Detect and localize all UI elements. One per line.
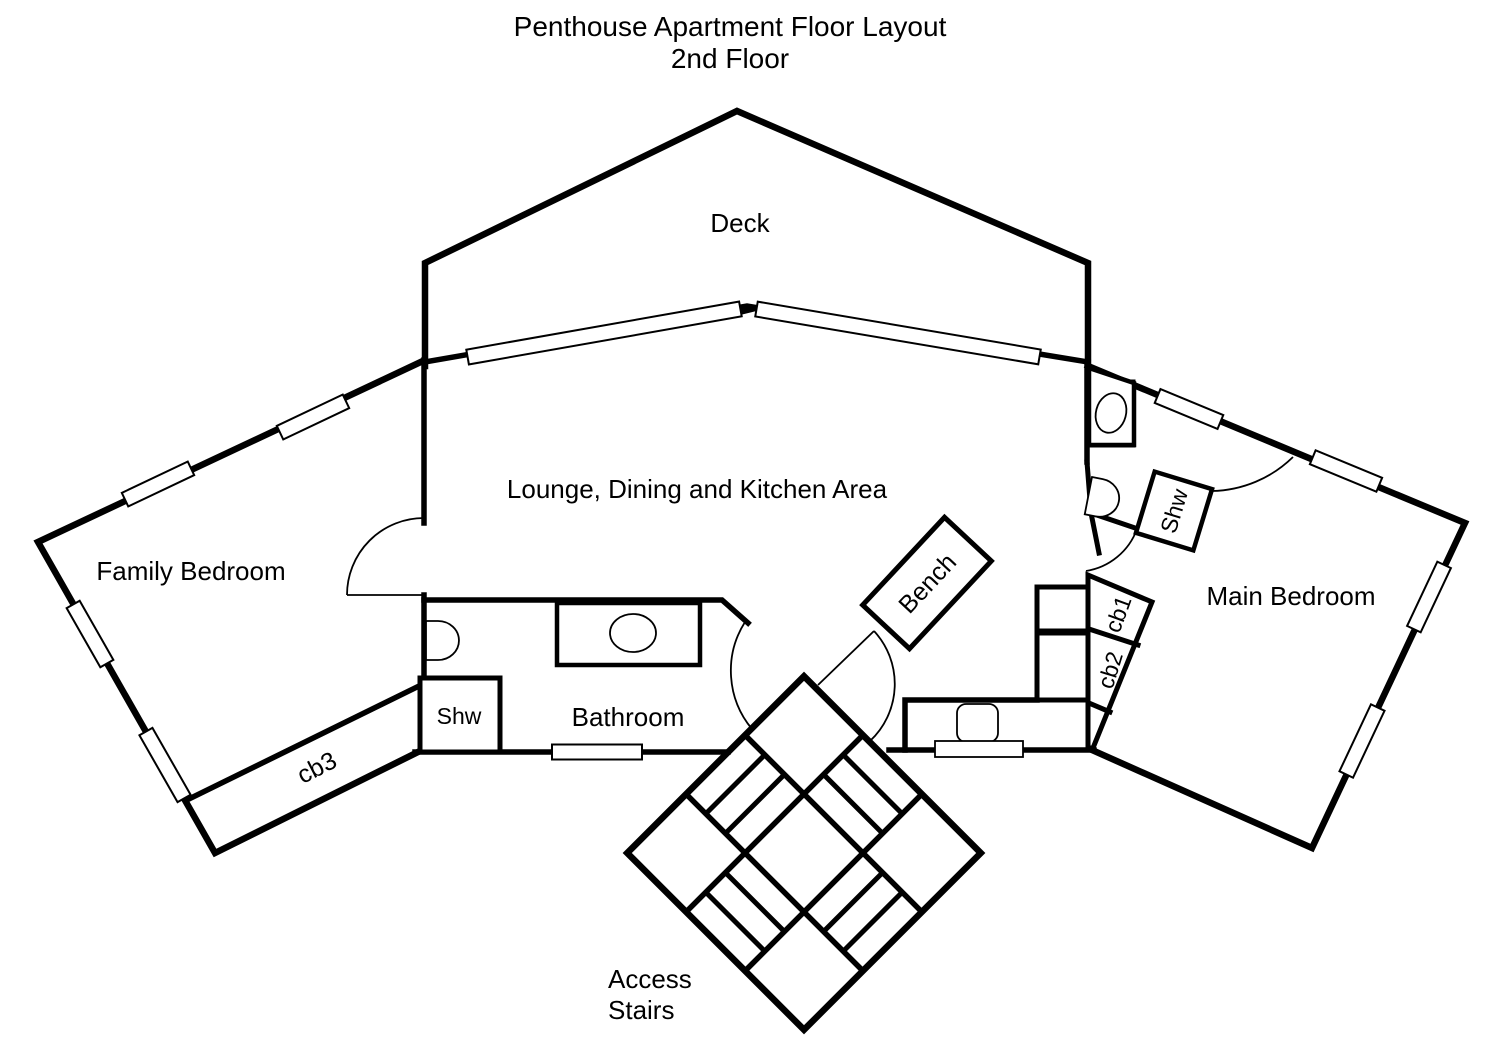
cupboard-strip-divider-1 (1085, 625, 1142, 649)
window-main-right-1 (1405, 560, 1453, 634)
stairs-grid-lines (684, 733, 924, 973)
window-family-top-1 (275, 393, 351, 441)
stairs-treads (704, 753, 904, 953)
family-bedroom-door-arc (346, 517, 425, 596)
title-line1: Penthouse Apartment Floor Layout (514, 11, 947, 42)
bathroom-vanity (554, 600, 703, 668)
cupboard-strip-divider-2 (1085, 699, 1114, 716)
cupboard-1-label-group: cb1 (1099, 592, 1136, 636)
access-stairs-label-line1: Access (608, 964, 692, 994)
main-bedroom-door-arc (1211, 456, 1294, 492)
window-glazed-left (465, 300, 743, 366)
bathroom-shower-label: Shw (437, 703, 482, 729)
ensuite-door-arc (1085, 528, 1138, 572)
cupboard-1-label: cb1 (1099, 592, 1136, 636)
kitchen-unit-box-1 (1034, 584, 1091, 634)
access-stairs-label-line2: Stairs (608, 995, 674, 1025)
wc2-door-jamb-wall (1088, 510, 1102, 556)
title-line2: 2nd Floor (671, 43, 789, 74)
main-bedroom-label: Main Bedroom (1206, 581, 1375, 611)
main-shower-outline (1133, 468, 1215, 554)
bathroom-shower-box (417, 675, 503, 755)
kitchen-bench: Bench (859, 513, 995, 653)
window-family-top-2 (120, 460, 196, 508)
interior-walls (185, 357, 1156, 803)
family-bedroom-outer-wall (33, 355, 430, 858)
stairs-outer-diamond (622, 671, 986, 1035)
landing-wc-room-wall (902, 697, 1040, 753)
landing-toilet-seat (956, 703, 999, 743)
cupboard-2-label: cb2 (1092, 648, 1128, 691)
window-bathroom (551, 743, 643, 761)
fixtures: Shw Bench (417, 364, 1215, 758)
bathroom-door-arc (729, 621, 753, 730)
lounge-label: Lounge, Dining and Kitchen Area (507, 474, 888, 504)
window-glazed-right (754, 300, 1042, 366)
glazed-wall-peak-notch (738, 305, 758, 316)
window-main-right-2 (1338, 702, 1386, 780)
cupboard-3-label: cb3 (293, 746, 342, 789)
bathroom-top-wall (421, 597, 752, 627)
landing-door-arc (869, 630, 896, 742)
wc1-toilet-bowl (1094, 392, 1128, 434)
access-stairs (622, 671, 986, 1035)
cupboard-2-label-group: cb2 (1092, 648, 1128, 691)
cb3-inner-wall (185, 682, 423, 803)
kitchen-bench-outline (859, 513, 995, 653)
deck-wall (421, 107, 1092, 370)
deck-label: Deck (710, 208, 770, 238)
window-main-top-2 (1308, 448, 1384, 494)
family-bedroom-label: Family Bedroom (96, 556, 285, 586)
bathroom-basin (609, 613, 657, 653)
windows (65, 300, 1453, 804)
kitchen-unit-box-2 (1034, 630, 1091, 703)
main-shower-box: Shw (1133, 468, 1215, 554)
landing-toilet-cistern (934, 740, 1024, 758)
window-family-left-2 (138, 726, 192, 804)
doors (346, 456, 1294, 742)
window-main-top-1 (1153, 387, 1225, 431)
window-family-left-1 (65, 599, 115, 669)
main-bedroom-outer-wall (1083, 361, 1470, 853)
cupboard-3-label-group: cb3 (293, 746, 342, 789)
wc2-toilet (1083, 475, 1120, 518)
bathroom-label: Bathroom (572, 702, 685, 732)
bathroom-toilet (425, 620, 460, 661)
landing-door-leaf (817, 630, 875, 686)
